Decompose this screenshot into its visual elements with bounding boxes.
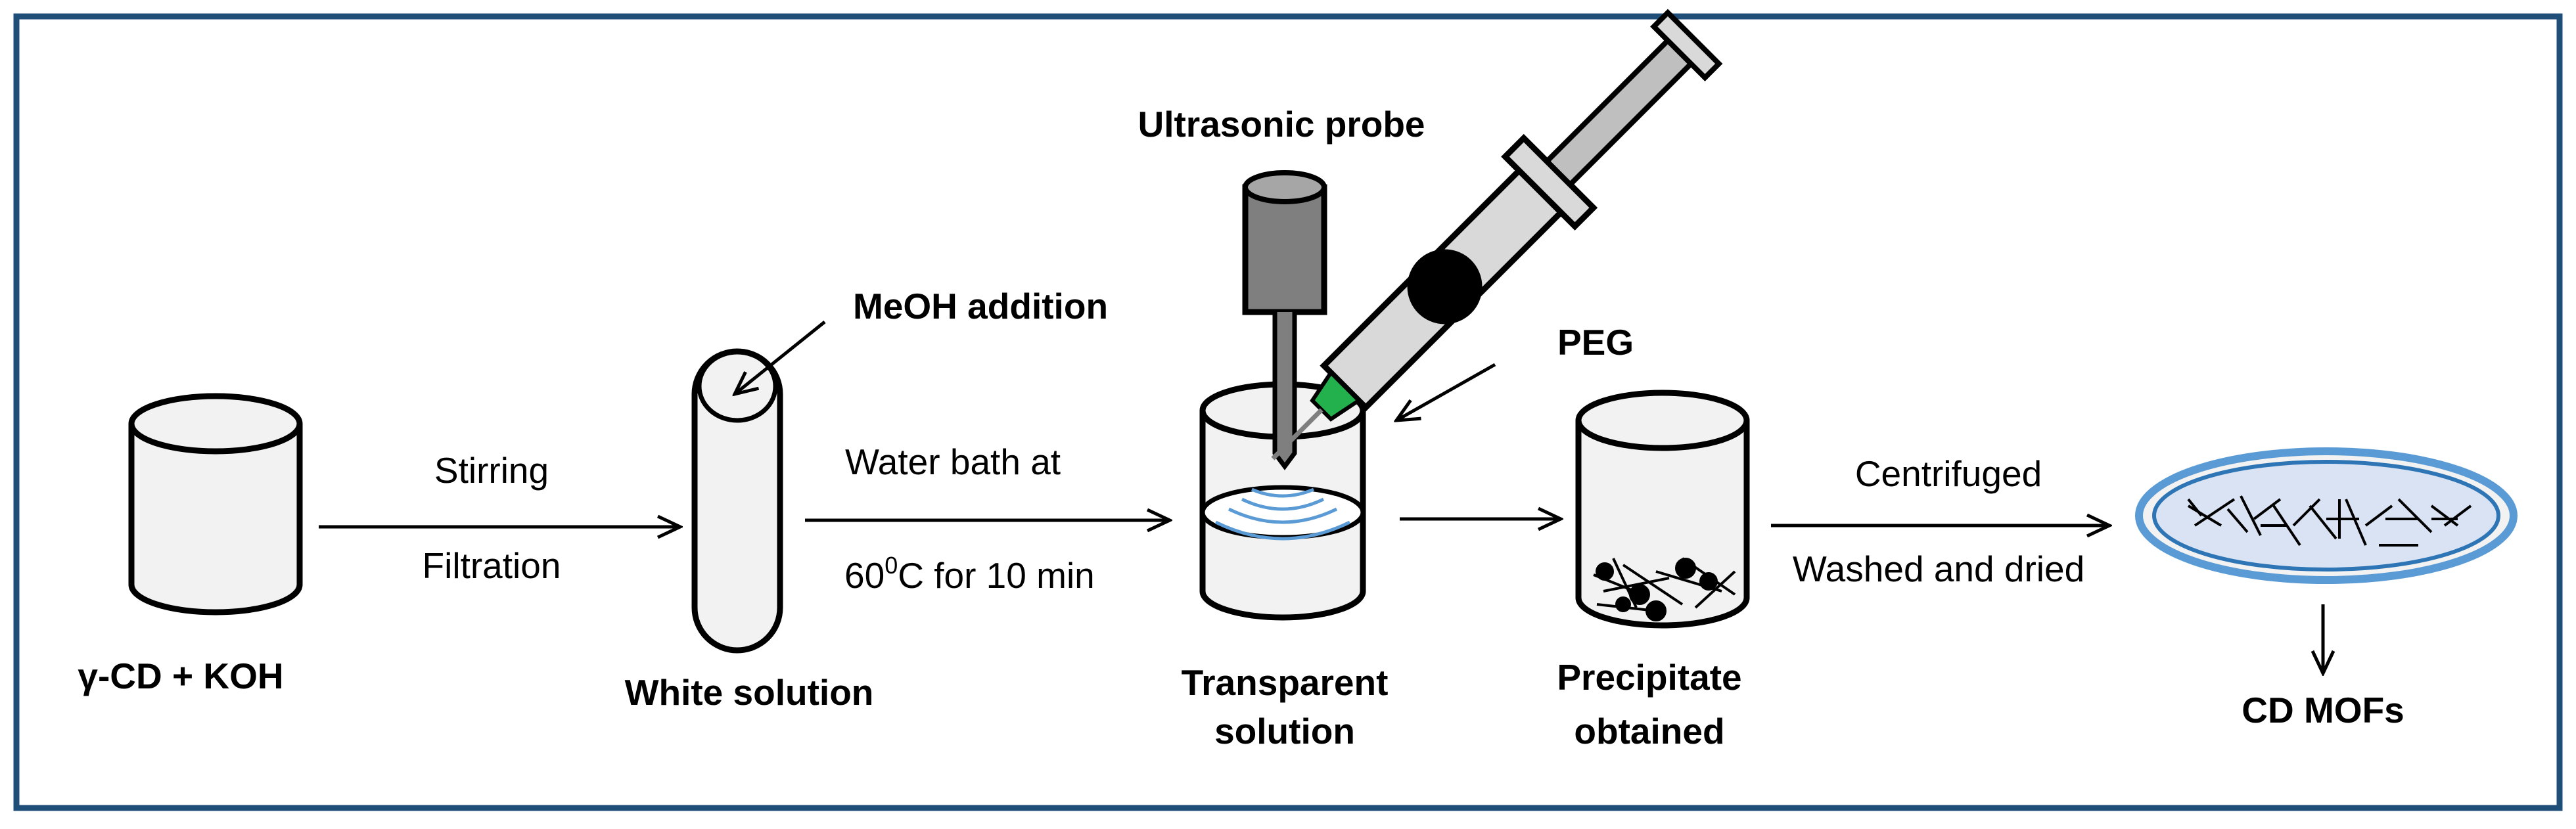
test-tube-icon bbox=[691, 348, 783, 654]
petri-dish-icon bbox=[2135, 447, 2518, 584]
precipitate-particles bbox=[1593, 557, 1736, 621]
ultrasonic-waves bbox=[1214, 487, 1351, 541]
transparent-label-line2: solution bbox=[1214, 711, 1355, 751]
white-solution-label: White solution bbox=[625, 672, 874, 713]
precipitate-label-line2: obtained bbox=[1574, 711, 1724, 751]
arrow-icon bbox=[735, 321, 826, 394]
washed-label: Washed and dried bbox=[1793, 549, 2084, 589]
precipitate-label-line1: Precipitate bbox=[1557, 657, 1741, 698]
stirring-label: Stirring bbox=[434, 450, 549, 491]
beaker-icon bbox=[128, 393, 303, 616]
arrow-icon bbox=[1396, 363, 1496, 420]
ultrasonic-probe-icon bbox=[1242, 170, 1327, 470]
reactants-label: γ-CD + KOH bbox=[78, 656, 283, 696]
centrifuged-label: Centrifuged bbox=[1855, 453, 2042, 494]
peg-label: PEG bbox=[1557, 322, 1634, 363]
water-bath-label: Water bath at bbox=[845, 441, 1061, 482]
transparent-label-line1: Transparent bbox=[1182, 662, 1389, 703]
meoh-label: MeOH addition bbox=[853, 286, 1108, 326]
product-label: CD MOFs bbox=[2242, 690, 2404, 730]
ultrasonic-probe-label: Ultrasonic probe bbox=[1138, 104, 1425, 145]
temperature-label: 600C for 10 min bbox=[844, 552, 1095, 596]
syringe-icon bbox=[1271, 9, 1723, 460]
filtration-label: Filtration bbox=[423, 545, 561, 586]
